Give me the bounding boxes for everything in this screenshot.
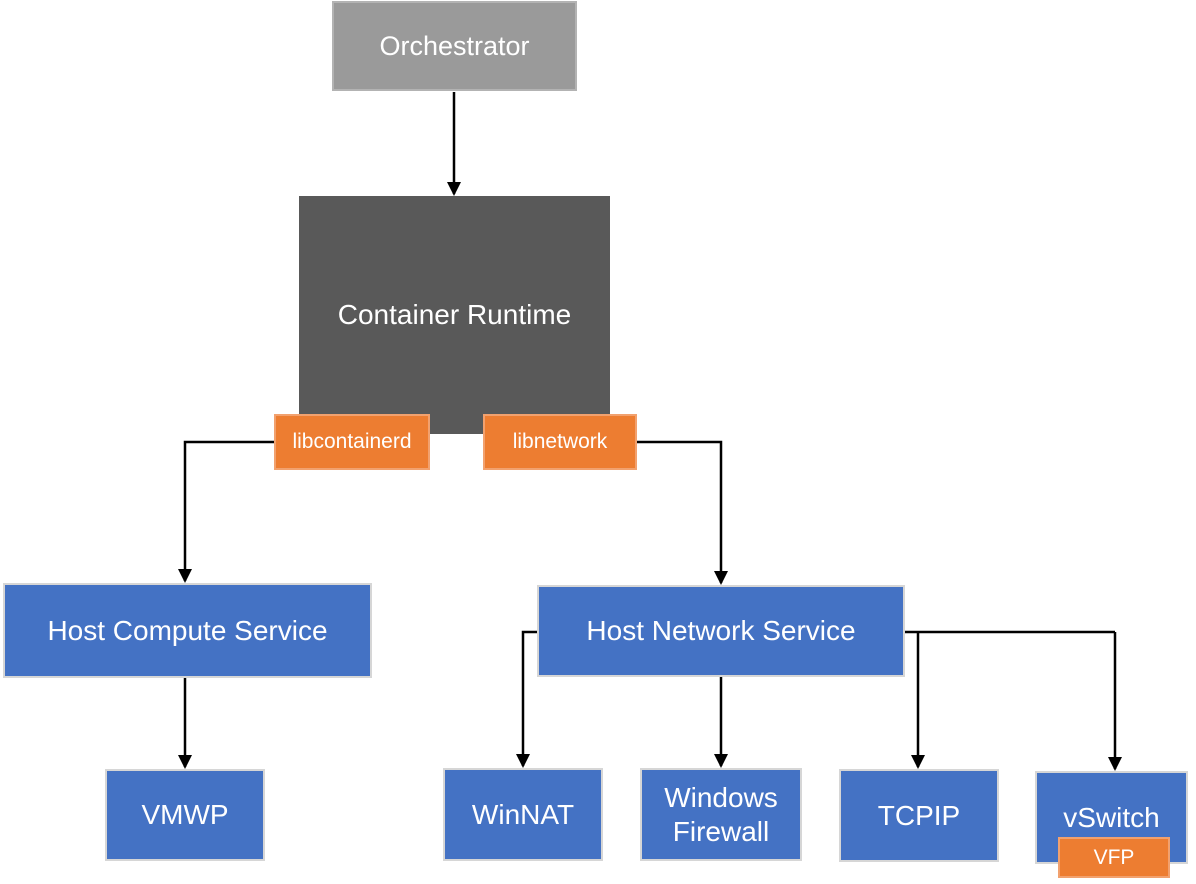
node-libnetwork-label: libnetwork (512, 430, 608, 454)
node-container-runtime-label: Container Runtime (337, 299, 572, 331)
node-libnetwork: libnetwork (483, 414, 637, 470)
node-host-compute-service-label: Host Compute Service (47, 614, 328, 646)
arrow-libnetwork-to-hns (637, 440, 728, 585)
node-vfp: VFP (1058, 837, 1170, 878)
node-tcpip: TCPIP (839, 769, 999, 862)
node-host-compute-service: Host Compute Service (3, 583, 372, 678)
node-vswitch-label: vSwitch (1063, 801, 1160, 833)
node-host-network-service-label: Host Network Service (586, 615, 856, 647)
node-libcontainerd-label: libcontainerd (292, 430, 412, 454)
arrow-hns-to-winnat (516, 630, 537, 768)
node-vmwp-label: VMWP (141, 799, 229, 831)
node-winnat: WinNAT (443, 768, 603, 861)
node-libcontainerd: libcontainerd (274, 414, 430, 470)
node-winnat-label: WinNAT (471, 798, 575, 830)
arrow-libcontainerd-to-hcs (178, 440, 274, 583)
node-vfp-label: VFP (1093, 845, 1135, 869)
node-vmwp: VMWP (105, 769, 265, 861)
node-tcpip-label: TCPIP (877, 799, 961, 831)
node-container-runtime: Container Runtime (299, 196, 610, 434)
node-orchestrator: Orchestrator (332, 1, 577, 91)
node-orchestrator-label: Orchestrator (379, 30, 530, 61)
node-windows-firewall-label: Windows Firewall (664, 781, 778, 847)
node-host-network-service: Host Network Service (537, 585, 905, 677)
node-windows-firewall: Windows Firewall (640, 768, 802, 861)
